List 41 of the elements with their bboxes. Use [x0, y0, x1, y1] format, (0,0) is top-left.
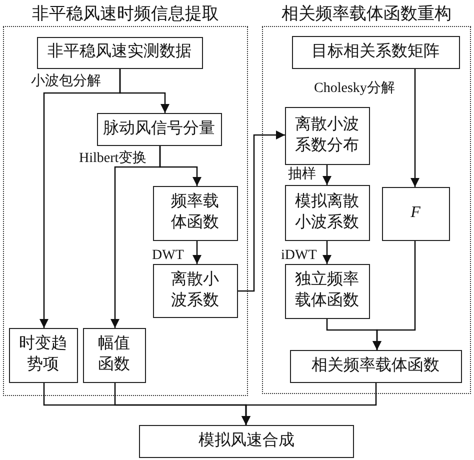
- box-label: 离散小波系数分布: [294, 114, 360, 156]
- box-label: 独立频率载体函数: [294, 270, 360, 311]
- box-label: 模拟风速合成: [198, 431, 294, 452]
- process-box: [152, 186, 238, 240]
- edge-label: Cholesky分解: [313, 81, 396, 96]
- box-label: 目标相关系数矩阵: [312, 42, 440, 62]
- group-heading: 非平稳风速时频信息提取: [31, 3, 220, 25]
- arrow: [40, 69, 121, 328]
- edge-label: 抽样: [287, 167, 317, 182]
- box-label: 非平稳风速实测数据: [48, 42, 192, 62]
- arrow: [322, 165, 332, 185]
- group-heading: 相关频率载体函数重构: [280, 3, 452, 25]
- edge-label: 小波包分解: [30, 74, 102, 90]
- process-box: [96, 112, 222, 146]
- process-box: [292, 36, 460, 68]
- process-box: [36, 36, 202, 68]
- process-box: [82, 328, 146, 382]
- box-label: F: [410, 203, 420, 224]
- process-box: [152, 264, 238, 318]
- arrow: [242, 383, 377, 425]
- edge-label: Hilbert变换: [78, 151, 148, 166]
- process-box: [284, 106, 370, 164]
- process-box: [139, 425, 354, 458]
- process-box: [284, 184, 370, 240]
- arrow: [110, 146, 161, 328]
- box-label: 频率载体函数: [170, 192, 220, 233]
- box-label: 模拟离散小波系数: [294, 192, 360, 232]
- arrow: [410, 69, 420, 187]
- box-label: 时变趋势项: [18, 334, 68, 375]
- box-label: 脉动风信号分量: [103, 118, 215, 139]
- box-label: 幅值函数: [97, 334, 131, 375]
- box-label: 离散小波系数: [170, 270, 220, 310]
- arrow: [192, 241, 202, 264]
- process-box: [284, 264, 370, 318]
- arrow: [322, 241, 332, 264]
- box-label: 相关频率载体函数: [312, 356, 440, 376]
- process-box: [290, 350, 462, 382]
- process-box: [8, 328, 78, 382]
- arrow: [238, 130, 285, 292]
- process-box: [382, 186, 450, 240]
- arrow: [372, 241, 416, 350]
